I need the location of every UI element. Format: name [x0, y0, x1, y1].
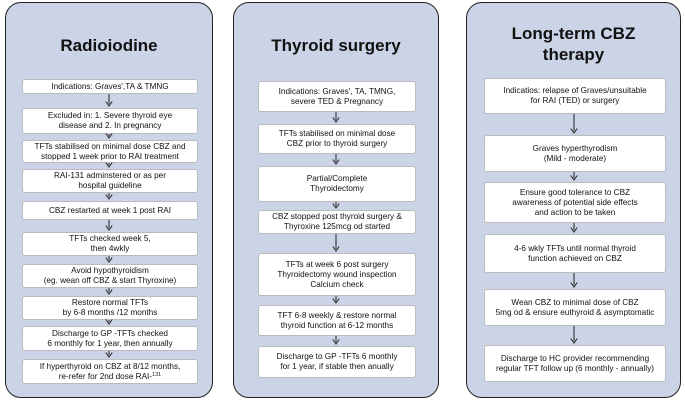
- flow-step-line: Thyroidectomy: [310, 184, 364, 193]
- flow-step-line: for 1 year, if stable then anually: [280, 362, 394, 371]
- flow-step-box: Indications: Graves', TA, TMNG,severe TE…: [258, 81, 416, 112]
- flow-step-line: hospital guideline: [78, 181, 142, 190]
- flow-step-box: If hyperthyroid on CBZ at 8/12 months,re…: [22, 359, 198, 384]
- flow-step-line: Ensure good tolerance to CBZ: [519, 187, 631, 197]
- flow-step-box: TFTs checked week 5,then 4wkly: [22, 232, 198, 256]
- flow-step-line: awareness of potential side effects: [512, 197, 638, 207]
- flow-step-line: disease and 2. In pregnancy: [58, 121, 162, 130]
- panel-title: Long-term CBZ therapy: [467, 23, 680, 65]
- flow-step-line: Discharge to GP -TFTs 6 monthly: [276, 352, 398, 361]
- superscript: 131: [152, 371, 162, 378]
- flow-step-line: severe TED & Pregnancy: [290, 96, 384, 106]
- panel-title-line: Thyroid surgery: [271, 36, 401, 55]
- flow-step-box: Indicatios: relapse of Graves/unsuitable…: [484, 78, 666, 114]
- flow-step-line: Discharge to HC provider recommending: [500, 353, 650, 363]
- flow-step-line: CBZ restarted at week 1 post RAI: [49, 205, 171, 215]
- panel-title: Thyroid surgery: [234, 36, 438, 56]
- flow-step-line: TFT 6-8 weekly & restore normal: [277, 310, 397, 320]
- flow-step-box: CBZ stopped post thyroid surgery &Thyrox…: [258, 210, 416, 234]
- flow-step-line: Thyroxine 125mcg od started: [283, 222, 391, 231]
- flow-step-line: for RAI (TED) or surgery: [530, 96, 620, 105]
- flow-step-line: by 6-8 months /12 months: [62, 308, 158, 317]
- flow-step-box: Graves hyperthyrodism(Mild - moderate): [484, 135, 666, 172]
- flow-step-box: Indications: Graves',TA & TMNG: [22, 79, 198, 94]
- flow-step-line: re-refer for 2nd dose RAI-131: [58, 371, 162, 381]
- radioiodine-panel: Radioiodine Indications: Graves',TA & TM…: [5, 2, 213, 398]
- flow-step-line: TFTs stabilised on minimal dose: [278, 129, 396, 138]
- flow-step-line: CBZ stopped post thyroid surgery &: [272, 212, 402, 221]
- flow-step-line: regular TFT follow up (6 monthly - annua…: [495, 363, 655, 373]
- long-term-cbz-panel: Long-term CBZ therapy Indicatios: relaps…: [466, 2, 681, 398]
- flow-step-line: Wean CBZ to minimal dose of CBZ: [511, 297, 639, 307]
- panel-title-line: Radioiodine: [60, 36, 158, 55]
- flow-step-line: Graves hyperthyrodism: [532, 143, 618, 153]
- flow-step-line: Calcium check: [310, 279, 364, 289]
- flow-step-line: 4-6 wkly TFTs until normal thyroid: [514, 243, 636, 253]
- flow-step-line: Indications: Graves',TA & TMNG: [51, 81, 169, 91]
- panel-title-line: therapy: [542, 45, 605, 64]
- flow-step-line: Indications: Graves', TA, TMNG,: [278, 86, 396, 96]
- flow-step-line: thyroid function at 6-12 months: [280, 320, 394, 330]
- flow-step-line: Indicatios: relapse of Graves/unsuitable: [503, 86, 647, 95]
- flow-step-line: stopped 1 week prior to RAI treatment: [41, 151, 179, 161]
- flow-step-line: Avoid hypothyroidism: [71, 266, 149, 275]
- flow-step-line: and action to be taken: [534, 207, 616, 217]
- flow-step-line: Thyroidectomy wound inspection: [277, 269, 397, 279]
- flow-step-box: Avoid hypothyroidism(eg. wean off CBZ & …: [22, 264, 198, 288]
- flow-step-line: Partial/Complete: [306, 174, 368, 183]
- flow-step-line: CBZ prior to thyroid surgery: [286, 139, 388, 148]
- flow-step-line: (Mild - moderate): [543, 153, 607, 163]
- panel-title: Radioiodine: [6, 36, 212, 56]
- flow-step-line: Discharge to GP -TFTs checked: [52, 328, 168, 338]
- thyroid-surgery-panel: Thyroid surgery Indications: Graves', TA…: [233, 2, 439, 398]
- flow-step-line: TFTs stabilised on minimal dose CBZ and: [34, 141, 186, 151]
- flow-step-line: TFTs checked week 5,: [69, 234, 151, 243]
- flow-step-line: then 4wkly: [90, 244, 130, 253]
- flow-step-line: 5mg od & ensure euthyroid & asymptomatic: [495, 307, 655, 317]
- flow-step-line: Excluded in: 1. Severe thyroid eye: [47, 111, 173, 120]
- flow-step-line: function achieved on CBZ: [528, 253, 622, 263]
- flow-step-line: Restore normal TFTs: [71, 298, 149, 307]
- flow-step-line: TFTs at week 6 post surgery: [285, 259, 389, 269]
- flow-step-line: RAI-131 adminstered or as per: [54, 171, 166, 180]
- panel-title-line: Long-term CBZ: [511, 24, 636, 43]
- flow-step-line: If hyperthyroid on CBZ at 8/12 months,: [39, 361, 181, 371]
- flow-step-line: (eg. wean off CBZ & start Thyroxine): [43, 276, 177, 285]
- flow-step-box: CBZ restarted at week 1 post RAI: [22, 201, 198, 220]
- flow-step-line: 6 monthly for 1 year, then annually: [47, 338, 173, 348]
